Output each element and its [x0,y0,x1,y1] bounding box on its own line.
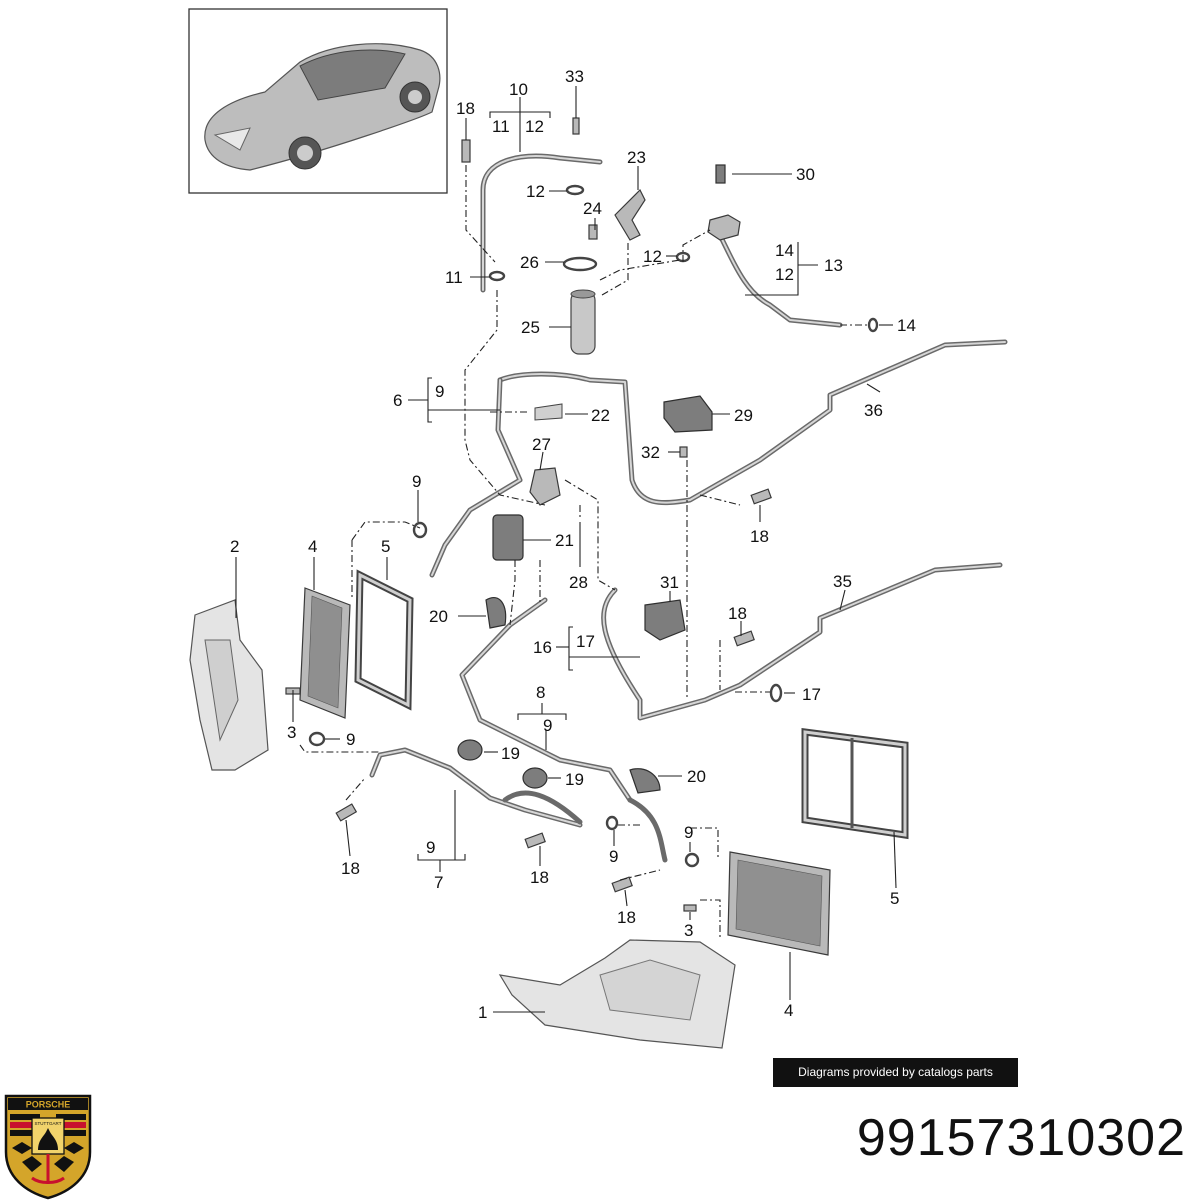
callout-12: 12 [775,265,794,284]
callout-32: 32 [641,443,660,462]
car-thumbnail [188,8,448,194]
clamp-19-lower [522,767,548,789]
callout-7: 7 [434,873,443,892]
o-ring-17 [769,683,783,703]
callout-9: 9 [426,838,435,857]
o-ring-9-bottom [605,815,619,831]
condenser-left [299,587,351,719]
callout-9: 9 [346,730,355,749]
callout-8: 8 [536,683,545,702]
callout-20: 20 [687,767,706,786]
o-ring-9-right [684,852,700,868]
callout-2: 2 [230,537,239,556]
clamp-20-left [485,597,507,629]
callout-12: 12 [643,247,662,266]
callout-9: 9 [412,472,421,491]
chain-lines [299,165,868,940]
logo-city: STUTTGART [35,1121,62,1126]
callout-labels: 1 2 3 3 4 4 5 5 6 7 8 9 9 9 9 9 9 9 10 1… [230,67,916,1022]
o-ring-11 [488,270,506,282]
callout-5: 5 [890,889,899,908]
callout-18: 18 [341,859,360,878]
callout-12: 12 [526,182,545,201]
callout-17: 17 [576,632,595,651]
clip-22 [534,403,563,421]
callout-12: 12 [525,117,544,136]
callout-20: 20 [429,607,448,626]
frame-right [801,728,909,840]
callout-36: 36 [864,401,883,420]
clamp-19-upper [457,739,483,761]
condenser-right [727,851,831,956]
callout-4: 4 [308,537,317,556]
o-ring-9-left [412,521,428,539]
clamp-20-right [629,768,661,794]
callout-13: 13 [824,256,843,275]
callout-31: 31 [660,573,679,592]
callout-18: 18 [456,99,475,118]
callout-3: 3 [287,723,296,742]
refrigerant-lines [369,153,1008,863]
part-number: 99157310302 [856,1109,1186,1167]
callout-10: 10 [509,80,528,99]
leader-lines [235,86,897,1013]
callout-19: 19 [565,770,584,789]
callout-26: 26 [520,253,539,272]
o-ring-26 [562,256,598,272]
callout-18: 18 [530,868,549,887]
valve-21 [492,514,524,561]
callout-17: 17 [802,685,821,704]
sensor-29 [663,395,713,433]
logo-brand: PORSCHE [26,1100,71,1110]
o-ring-9-lower [308,731,326,747]
callout-18: 18 [728,604,747,623]
valve-30 [707,164,741,241]
callout-35: 35 [833,572,852,591]
callout-16: 16 [533,638,552,657]
callout-21: 21 [555,531,574,550]
callout-4: 4 [784,1001,793,1020]
callout-30: 30 [796,165,815,184]
bracket-27 [529,467,561,506]
callout-18: 18 [750,527,769,546]
callout-3: 3 [684,921,693,940]
callout-28: 28 [569,573,588,592]
callout-5: 5 [381,537,390,556]
callout-25: 25 [521,318,540,337]
callout-9: 9 [684,823,693,842]
callout-24: 24 [583,199,602,218]
bracket-23 [614,188,646,241]
o-ring-12-upper [565,184,585,196]
callout-22: 22 [591,406,610,425]
receiver-drier [570,289,596,355]
porsche-crest-logo: PORSCHE STUTTGART [4,1094,92,1200]
callout-33: 33 [565,67,584,86]
callout-1: 1 [478,1003,487,1022]
o-ring-14 [867,317,879,333]
callout-18: 18 [617,908,636,927]
callout-23: 23 [627,148,646,167]
air-duct-left [189,599,269,771]
callout-11: 11 [492,117,510,136]
callout-9: 9 [609,847,618,866]
callout-14: 14 [897,316,916,335]
callout-27: 27 [532,435,551,454]
holder-31 [644,599,686,641]
callout-9: 9 [435,382,444,401]
callout-9: 9 [543,716,552,735]
callout-11: 11 [445,268,463,287]
diagram-credit: Diagrams provided by catalogs parts [773,1058,1018,1087]
air-duct-right [498,939,736,1049]
callout-14: 14 [775,241,794,260]
callout-19: 19 [501,744,520,763]
callout-6: 6 [393,391,402,410]
frame-left [354,569,414,711]
callout-29: 29 [734,406,753,425]
